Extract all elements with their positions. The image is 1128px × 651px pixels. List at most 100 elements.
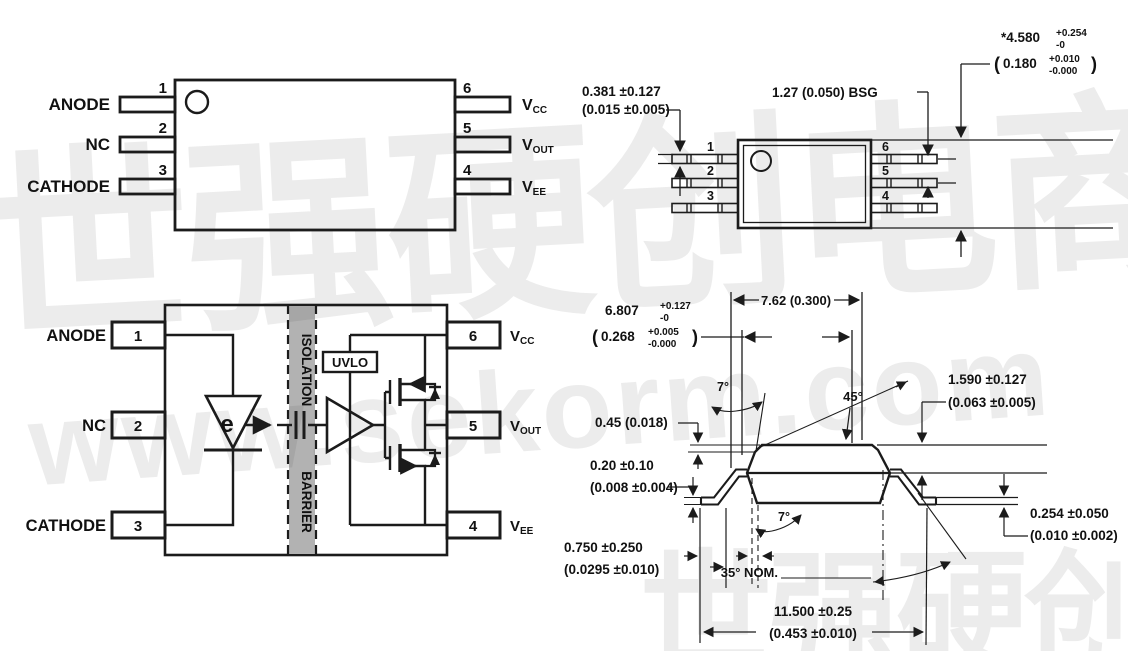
paren: ) — [1091, 54, 1097, 74]
dim-foot-length: 0.750 ±0.250 (0.0295 ±0.010) — [564, 478, 759, 643]
amplifier-symbol — [325, 395, 376, 455]
dim-total-mm: 11.500 ±0.25 — [774, 604, 852, 619]
pmos-transistor — [398, 335, 441, 450]
dim-lead-thick-mm: 0.20 ±0.10 — [590, 458, 654, 473]
pins-right: 6 5 4 — [870, 140, 938, 214]
dim-lead-thickness: 0.20 ±0.10 (0.008 ±0.004) — [590, 458, 701, 523]
dim-width-tol-plus: +0.254 — [1056, 28, 1087, 39]
dim-standoff-in: (0.063 ±0.005) — [948, 395, 1036, 410]
dim-lead-angle-bottom: 7° — [736, 510, 802, 561]
pin-6 — [445, 320, 502, 350]
pin-label-nc: NC — [85, 135, 110, 154]
dim-span: 7.62 (0.300) — [730, 292, 863, 468]
pin-5 — [453, 135, 512, 154]
dim-span-label: 7.62 (0.300) — [761, 293, 831, 308]
angle-7-top-label: 7° — [717, 380, 729, 394]
dim-body-in: 0.268 — [601, 329, 635, 344]
pin-number: 5 — [463, 120, 471, 137]
dim-body-length: 6.807 +0.127 -0 ( 0.268 +0.005 -0.000 ) — [592, 301, 853, 455]
dim-standoff: 1.590 ±0.127 (0.063 ±0.005) — [916, 372, 1036, 500]
dim-foot-mm: 0.750 ±0.250 — [564, 540, 643, 555]
dim-chamfer-angle: 45° — [755, 380, 909, 450]
body-diode — [430, 388, 440, 399]
isolation-capacitor — [277, 411, 327, 439]
led-e-label: e — [220, 411, 233, 438]
package-top-view: 1 2 3 6 5 4 0.381 ±0.127 (0.015 ±0.005) — [582, 28, 1113, 257]
dim-pitch-label: 1.27 (0.050) BSG — [772, 85, 878, 100]
isolation-barrier-band: ISOLATION BARRIER — [286, 305, 318, 555]
pin-label-anode: ANODE — [46, 327, 106, 345]
pin-6 — [453, 95, 512, 114]
dim-width-in-tol-minus: -0.000 — [1049, 66, 1078, 77]
pin-number: 2 — [707, 164, 714, 178]
uvlo-label: UVLO — [332, 355, 368, 370]
nmos-transistor — [398, 444, 441, 525]
pin-number: 6 — [463, 80, 471, 97]
dim-width-mm: *4.580 — [1001, 30, 1040, 45]
dim-chamfer: 0.45 (0.018) — [595, 415, 760, 469]
dim-width-in-tol-plus: +0.010 — [1049, 54, 1080, 65]
led-symbol — [203, 394, 263, 451]
led-input-stage: e — [165, 333, 272, 527]
package-body-profile — [745, 443, 892, 505]
dim-lead-thickness-mm: 0.381 ±0.127 — [582, 84, 661, 99]
pin-number: 5 — [469, 418, 477, 435]
pin-label-vcc: VCC — [522, 97, 547, 116]
dim-standoff-mm: 1.590 ±0.127 — [948, 372, 1027, 387]
isolation-label: ISOLATION — [299, 334, 314, 407]
pins-left: 1 2 3 — [671, 140, 739, 214]
pin-2 — [110, 410, 167, 440]
pin-number: 4 — [463, 162, 472, 179]
gullwing-leads — [699, 468, 938, 506]
pins-left: 1 2 3 ANODE NC CATHODE — [27, 80, 177, 196]
pin-label-vee: VEE — [510, 518, 534, 537]
pin-number: 4 — [469, 518, 478, 535]
pin-3 — [110, 510, 167, 540]
dim-total-in: (0.453 ±0.010) — [769, 626, 857, 641]
pin-3 — [118, 177, 177, 196]
pin-number: 4 — [882, 189, 889, 203]
seating-plane-lines — [936, 496, 1018, 506]
dim-chamfer-label: 0.45 (0.018) — [595, 415, 668, 430]
reference-lines — [877, 444, 1047, 474]
pin-label-cathode: CATHODE — [26, 517, 106, 535]
dim-pitch: 1.27 (0.050) BSG — [772, 85, 956, 198]
pin-5 — [445, 410, 502, 440]
pin-number: 3 — [134, 518, 142, 535]
angle-45-label: 45° — [843, 389, 863, 404]
barrier-label: BARRIER — [299, 471, 314, 533]
pin-label-cathode: CATHODE — [27, 177, 110, 196]
dim-lead-angle-top: 7° — [711, 380, 766, 452]
dim-width-in: 0.180 — [1003, 56, 1037, 71]
pin-1 — [118, 95, 177, 114]
pin-label-vee: VEE — [522, 179, 546, 198]
pin-number: 1 — [159, 80, 167, 97]
angle-35-label: 35° NOM. — [721, 565, 778, 580]
pin-label-vout: VOUT — [522, 137, 554, 156]
pin-number: 3 — [159, 162, 167, 179]
pin1-indicator — [750, 150, 772, 172]
pin-4 — [453, 177, 512, 196]
dim-lead-thickness-in: (0.015 ±0.005) — [582, 102, 670, 117]
dim-body-tol-plus: +0.127 — [660, 301, 691, 312]
dim-foot-thick-in: (0.010 ±0.002) — [1030, 528, 1118, 543]
package-side-view: 7.62 (0.300) 6.807 +0.127 -0 ( 0.268 +0.… — [564, 292, 1118, 646]
dim-foot-in: (0.0295 ±0.010) — [564, 562, 659, 577]
pin-label-vcc: VCC — [510, 328, 534, 347]
dim-body-width: *4.580 +0.254 -0 ( 0.180 +0.010 -0.000 ) — [871, 28, 1113, 257]
package-body-inner — [742, 144, 867, 224]
pin-2 — [118, 135, 177, 154]
pin-1 — [110, 320, 167, 350]
pin-number: 6 — [469, 328, 477, 345]
pin-number: 2 — [134, 418, 142, 435]
paren: ( — [994, 54, 1000, 74]
pin-number: 1 — [707, 140, 714, 154]
body-diode — [430, 454, 440, 465]
package-body — [173, 78, 457, 232]
pinout-diagram: 1 2 3 ANODE NC CATHODE 6 5 4 VCC VOUT VE… — [27, 78, 554, 232]
dim-foot-angle: 35° NOM. — [721, 470, 967, 600]
functional-diagram: ISOLATION BARRIER e UVLO — [26, 303, 541, 557]
dim-body-in-tol-minus: -0.000 — [648, 339, 677, 350]
dim-body-tol-minus: -0 — [660, 313, 669, 324]
